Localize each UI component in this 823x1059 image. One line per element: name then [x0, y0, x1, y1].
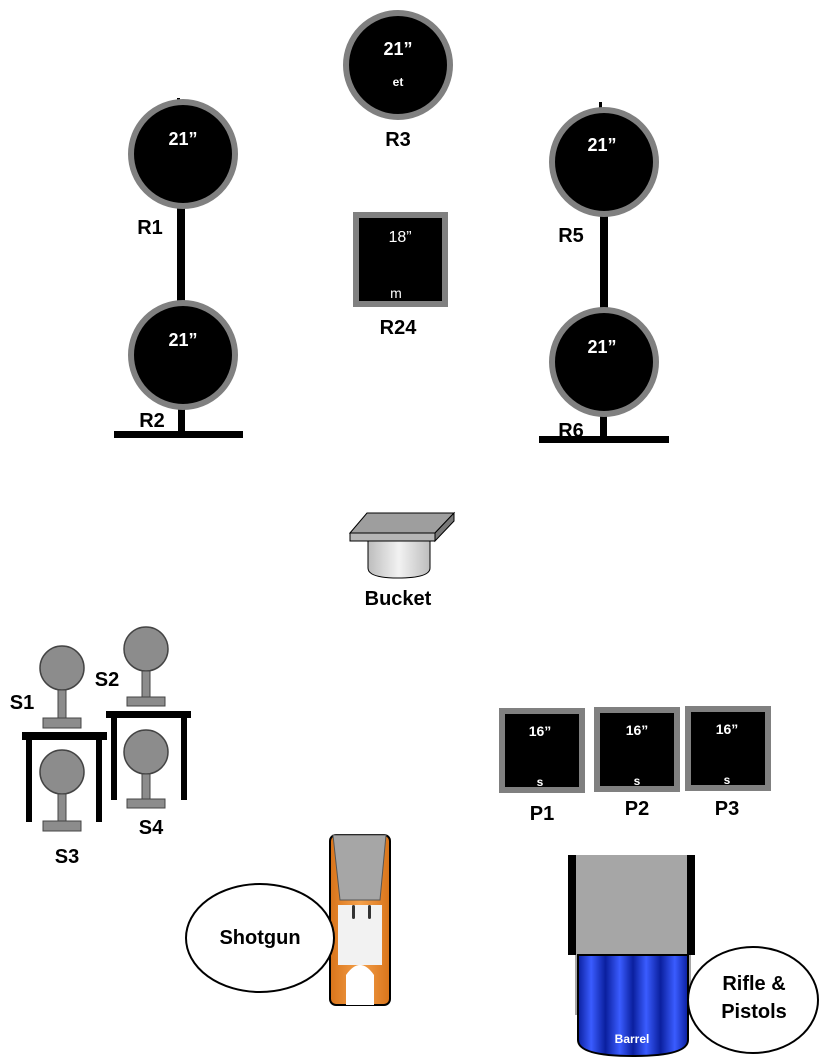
barrel-body — [577, 954, 689, 1058]
target-r6-label: R6 — [558, 420, 584, 442]
target-p1: 16” s P1 — [499, 708, 585, 825]
target-s1-label: S1 — [10, 692, 34, 714]
target-s2-plate — [123, 626, 169, 672]
target-p2-size: 16” — [626, 722, 649, 738]
tree-right: 21” R5 21” R6 — [539, 102, 669, 443]
target-p1-sub: s — [537, 775, 544, 789]
table-front-leg-right — [96, 740, 102, 822]
target-s2-stem — [141, 670, 151, 699]
station-box-left-edge — [568, 855, 576, 955]
target-s1-plate — [39, 645, 85, 691]
shotgun-station: Shotgun — [185, 834, 391, 1006]
rifle-pistols-bubble — [687, 946, 819, 1054]
target-s4-plate — [123, 729, 169, 775]
target-p1-size: 16” — [529, 723, 552, 739]
station-box-right-edge — [687, 855, 695, 955]
bucket-lid-side — [434, 511, 455, 543]
target-r1-plate — [128, 99, 238, 209]
rifle-pistol-station: Barrel Rifle & Pistols — [568, 855, 819, 1058]
target-s3-plate — [39, 749, 85, 795]
target-p3-plate — [685, 706, 771, 791]
target-r24-plate — [353, 212, 448, 307]
table-back-leg-right — [181, 718, 187, 800]
steel-table-back — [106, 711, 191, 800]
target-s4-label: S4 — [139, 817, 164, 839]
shotgun-station-chute — [332, 834, 387, 901]
target-s2-base — [126, 696, 166, 707]
target-r24: 18” m R24 — [353, 212, 448, 339]
target-p2-sub: s — [634, 774, 641, 788]
target-p2-plate — [594, 707, 680, 792]
target-p2-label: P2 — [625, 798, 649, 820]
target-s3-base — [42, 820, 82, 832]
barrel-label: Barrel — [615, 1032, 650, 1046]
target-r24-sub: m — [390, 285, 402, 301]
target-r2-plate — [128, 300, 238, 410]
tree-right-base — [539, 436, 669, 443]
table-front-leg-left — [26, 740, 32, 822]
target-s1-stem — [57, 689, 67, 720]
steel-table-front — [22, 732, 107, 822]
table-back-leg-left — [111, 718, 117, 800]
target-r6-plate — [549, 307, 659, 417]
bucket-lid-front — [349, 532, 436, 542]
target-r3-plate — [343, 10, 453, 120]
target-r3: 21” et R3 — [343, 10, 453, 151]
target-p1-label: P1 — [530, 803, 554, 825]
target-p2: 16” s P2 — [594, 707, 680, 820]
target-s1-base — [42, 717, 82, 729]
target-p3-size: 16” — [716, 721, 739, 737]
target-r1-size: 21” — [168, 129, 197, 149]
shotgun-station-slot — [346, 965, 374, 1005]
tree-right-stand-post — [600, 410, 607, 438]
target-r6-size: 21” — [587, 337, 616, 357]
target-p1-plate — [499, 708, 585, 793]
target-r5-label: R5 — [558, 225, 584, 247]
target-r24-label: R24 — [380, 317, 418, 339]
table-front-top — [22, 732, 107, 740]
shotgun-station-pin-left — [352, 905, 355, 919]
target-r2-size: 21” — [168, 330, 197, 350]
target-s4-stem — [141, 773, 151, 801]
target-s4-base — [126, 798, 166, 809]
target-s4: S4 — [123, 729, 169, 839]
tree-right-top-peg — [599, 102, 602, 108]
tree-left: 21” R1 21” R2 — [114, 98, 243, 438]
target-r3-sub: et — [393, 75, 404, 89]
tree-left-base — [114, 431, 243, 438]
shotgun-station-rack — [338, 905, 382, 965]
bucket-label: Bucket — [365, 588, 432, 610]
bucket: Bucket — [348, 511, 456, 610]
tree-left-stand-post — [178, 405, 185, 433]
bucket-body — [367, 539, 431, 579]
shotgun-station-label: Shotgun — [219, 927, 300, 949]
target-p3-sub: s — [724, 773, 731, 787]
shotgun-station-pin-right — [368, 905, 371, 919]
shotgun-station-bubble — [185, 883, 335, 993]
target-s2: S2 — [95, 626, 169, 707]
target-s3-stem — [57, 793, 67, 823]
table-back-top — [106, 711, 191, 718]
target-r5-plate — [549, 107, 659, 217]
target-r3-label: R3 — [385, 129, 411, 151]
target-r1-label: R1 — [137, 217, 163, 239]
rifle-pistols-label-line2: Pistols — [721, 1001, 787, 1023]
tree-right-post — [600, 210, 608, 315]
target-p3-label: P3 — [715, 798, 739, 820]
target-s3-label: S3 — [55, 846, 79, 868]
rifle-pistols-label-line1: Rifle & — [722, 973, 785, 995]
target-p3: 16” s P3 — [685, 706, 771, 820]
target-r3-size: 21” — [383, 39, 412, 59]
target-s2-label: S2 — [95, 669, 119, 691]
target-s3: S3 — [39, 749, 85, 868]
target-s1: S1 — [10, 645, 85, 729]
tree-left-post — [177, 205, 185, 305]
target-r24-size: 18” — [388, 229, 411, 246]
target-r5-size: 21” — [587, 135, 616, 155]
target-r2-label: R2 — [139, 410, 165, 432]
